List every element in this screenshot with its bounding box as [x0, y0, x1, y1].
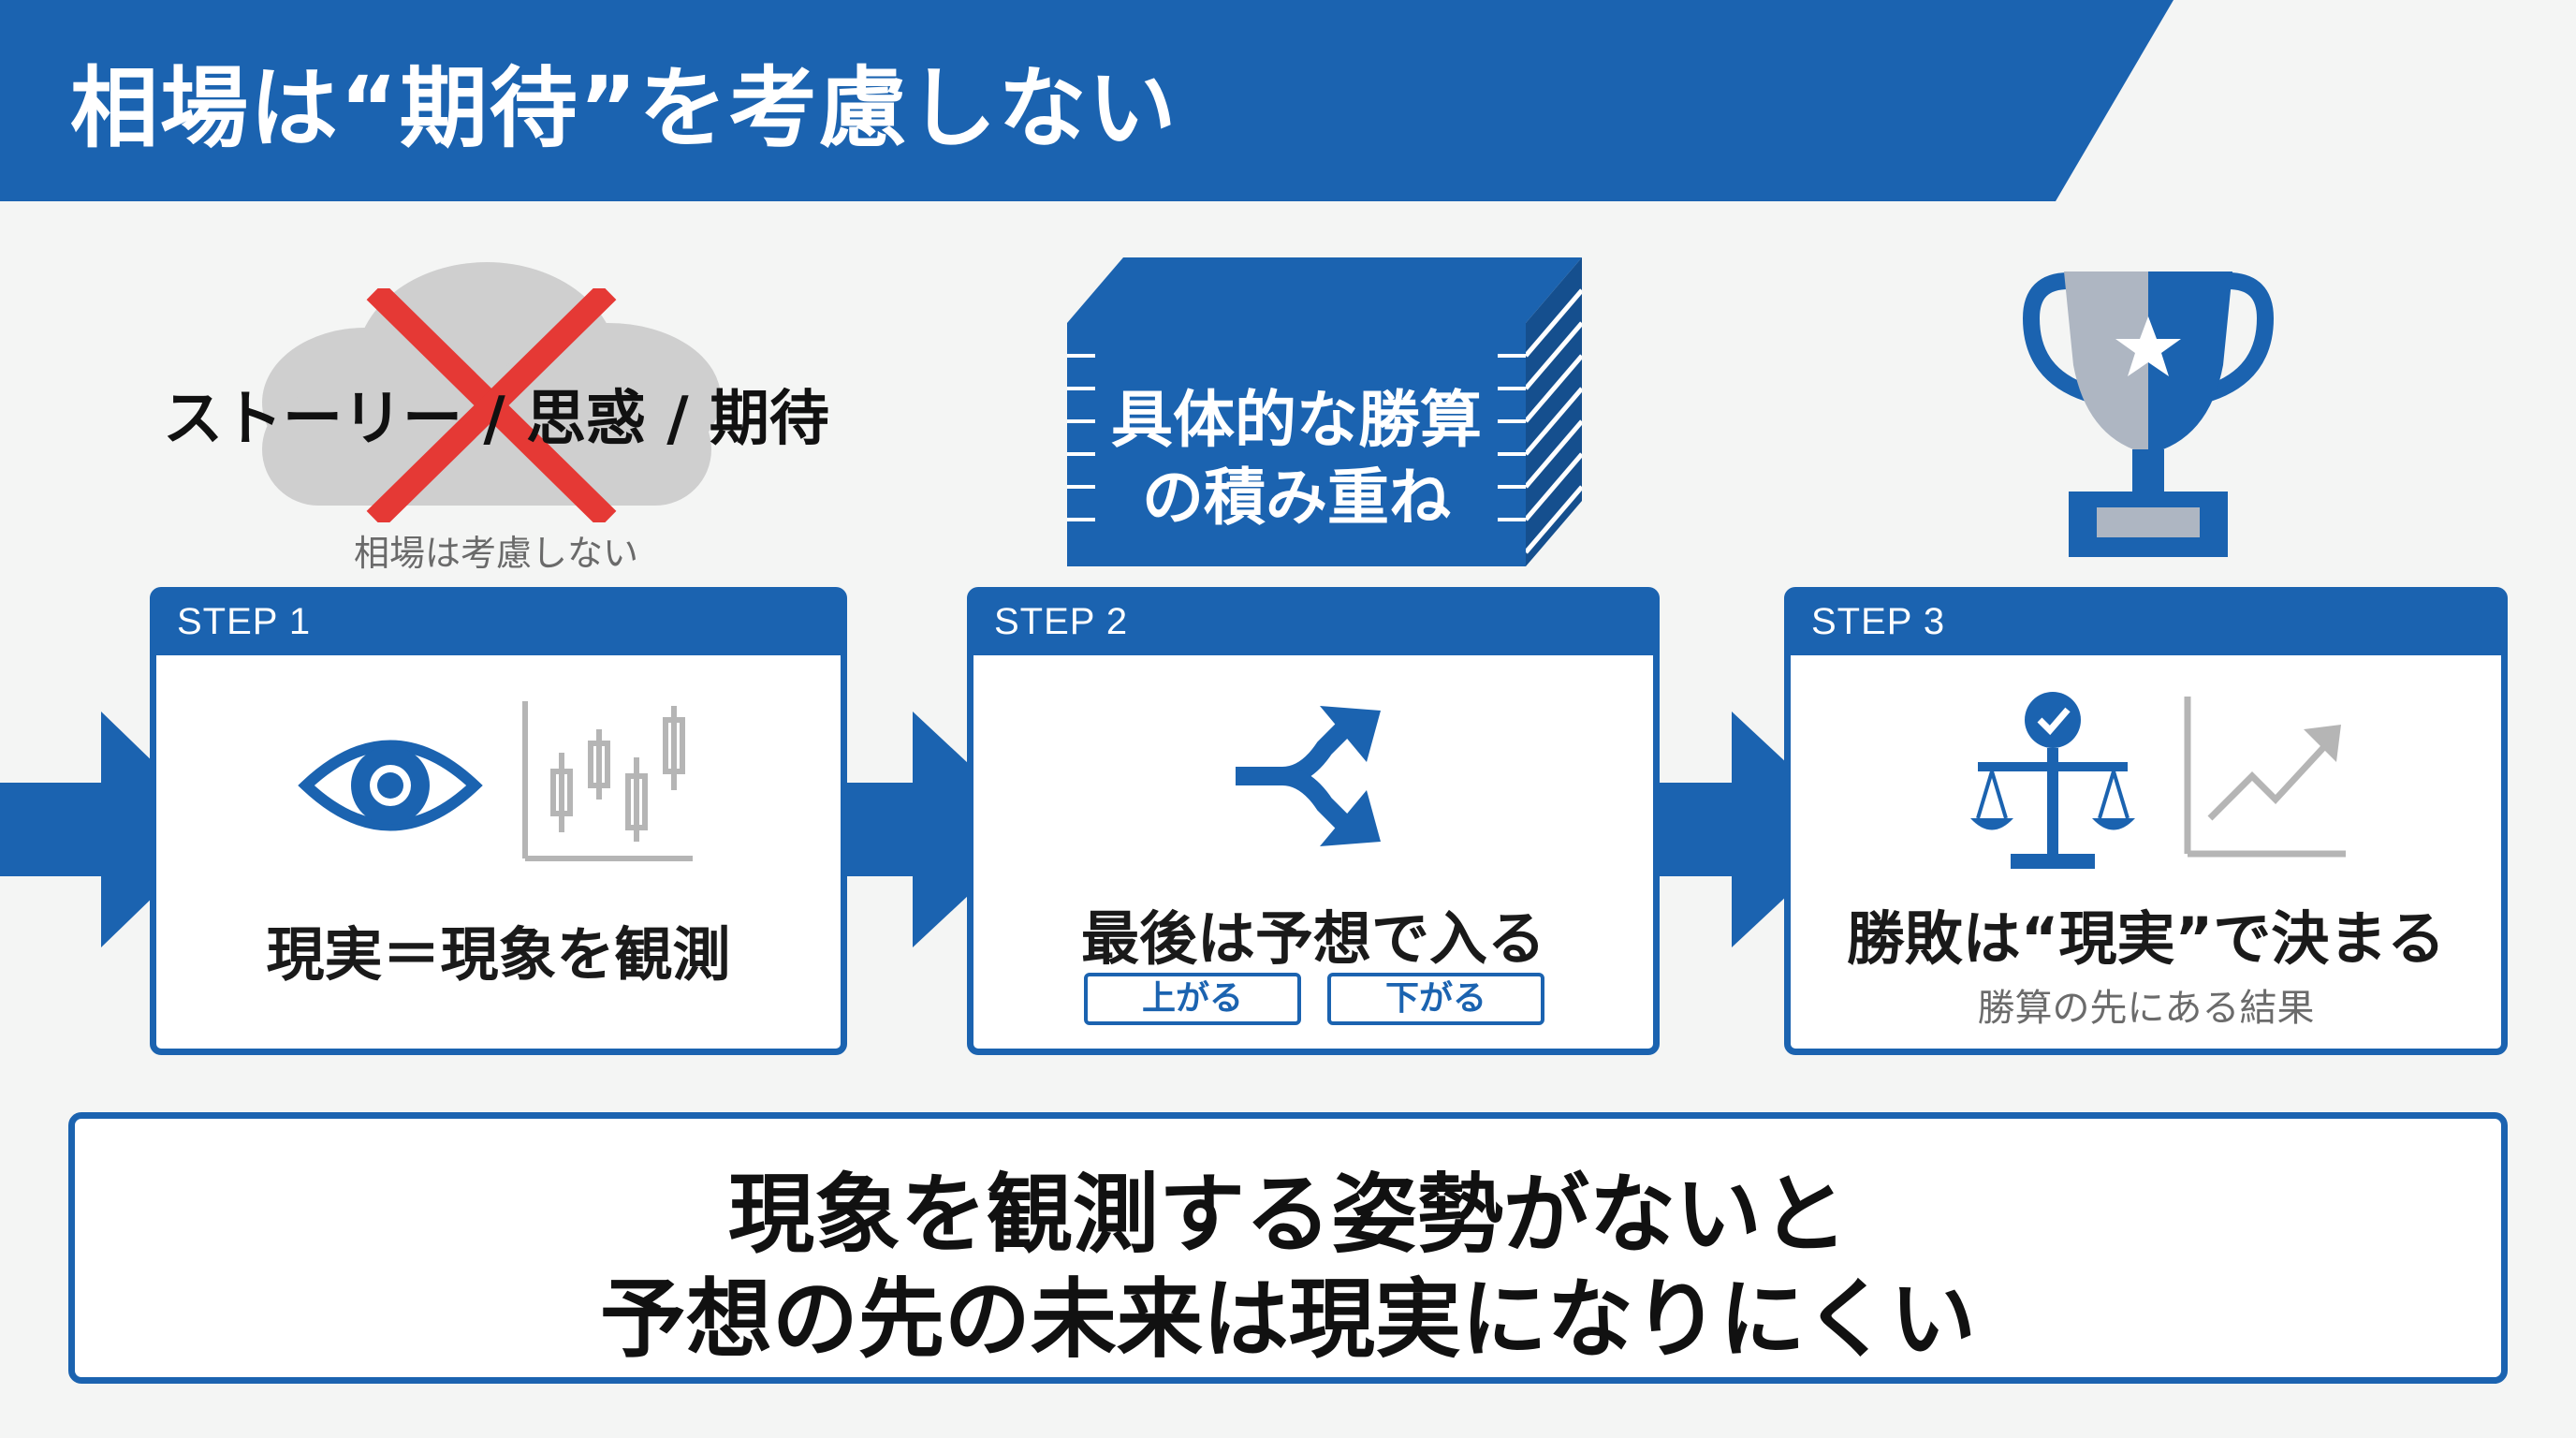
- page-title: 相場は“期待”を考慮しない: [70, 58, 1178, 160]
- option-up: 上がる: [1084, 973, 1301, 1025]
- step-card-3: STEP 3 勝敗は“現実”で決まる 勝算の先にある結果: [1784, 587, 2508, 1055]
- cross-icon: [366, 288, 617, 522]
- step-label: STEP 3: [1811, 601, 1946, 642]
- step-label: STEP 1: [177, 601, 312, 642]
- header-banner: [0, 0, 2174, 201]
- step-caption: 現実＝現象を観測: [266, 920, 731, 989]
- growth-chart-icon: [2184, 697, 2346, 858]
- branch-arrows-icon: [1236, 706, 1381, 846]
- candlestick-chart-icon: [522, 701, 693, 861]
- stack-text-line1: 具体的な勝算: [1111, 384, 1482, 456]
- stack-icon: [1067, 257, 1582, 566]
- summary-line-2: 予想の先の未来は現実になりにくい: [599, 1269, 1977, 1370]
- trophy-icon: [2022, 271, 2275, 557]
- step-caption: 最後は予想で入る: [1080, 904, 1545, 973]
- summary-line-1: 現象を観測する姿勢がないと: [727, 1165, 1848, 1265]
- scales-icon: [1970, 692, 2135, 869]
- option-down: 下がる: [1327, 973, 1544, 1025]
- step-card-1: STEP 1 現実＝現象を観測: [150, 587, 847, 1055]
- step-caption: 勝敗は“現実”で決まる: [1846, 904, 2446, 973]
- eye-icon: [298, 740, 483, 831]
- step-label: STEP 2: [994, 601, 1129, 642]
- stack-text-line2: の積み重ね: [1142, 462, 1451, 534]
- cloud-note: 相場は考慮しない: [353, 533, 638, 574]
- crossed-text: ストーリー / 思惑 / 期待: [163, 385, 829, 454]
- step-note: 勝算の先にある結果: [1977, 987, 2315, 1030]
- summary-box: 現象を観測する姿勢がないと 予想の先の未来は現実になりにくい: [68, 1112, 2508, 1384]
- step-card-2: STEP 2 最後は予想で入る 上がる 下がる: [967, 587, 1660, 1055]
